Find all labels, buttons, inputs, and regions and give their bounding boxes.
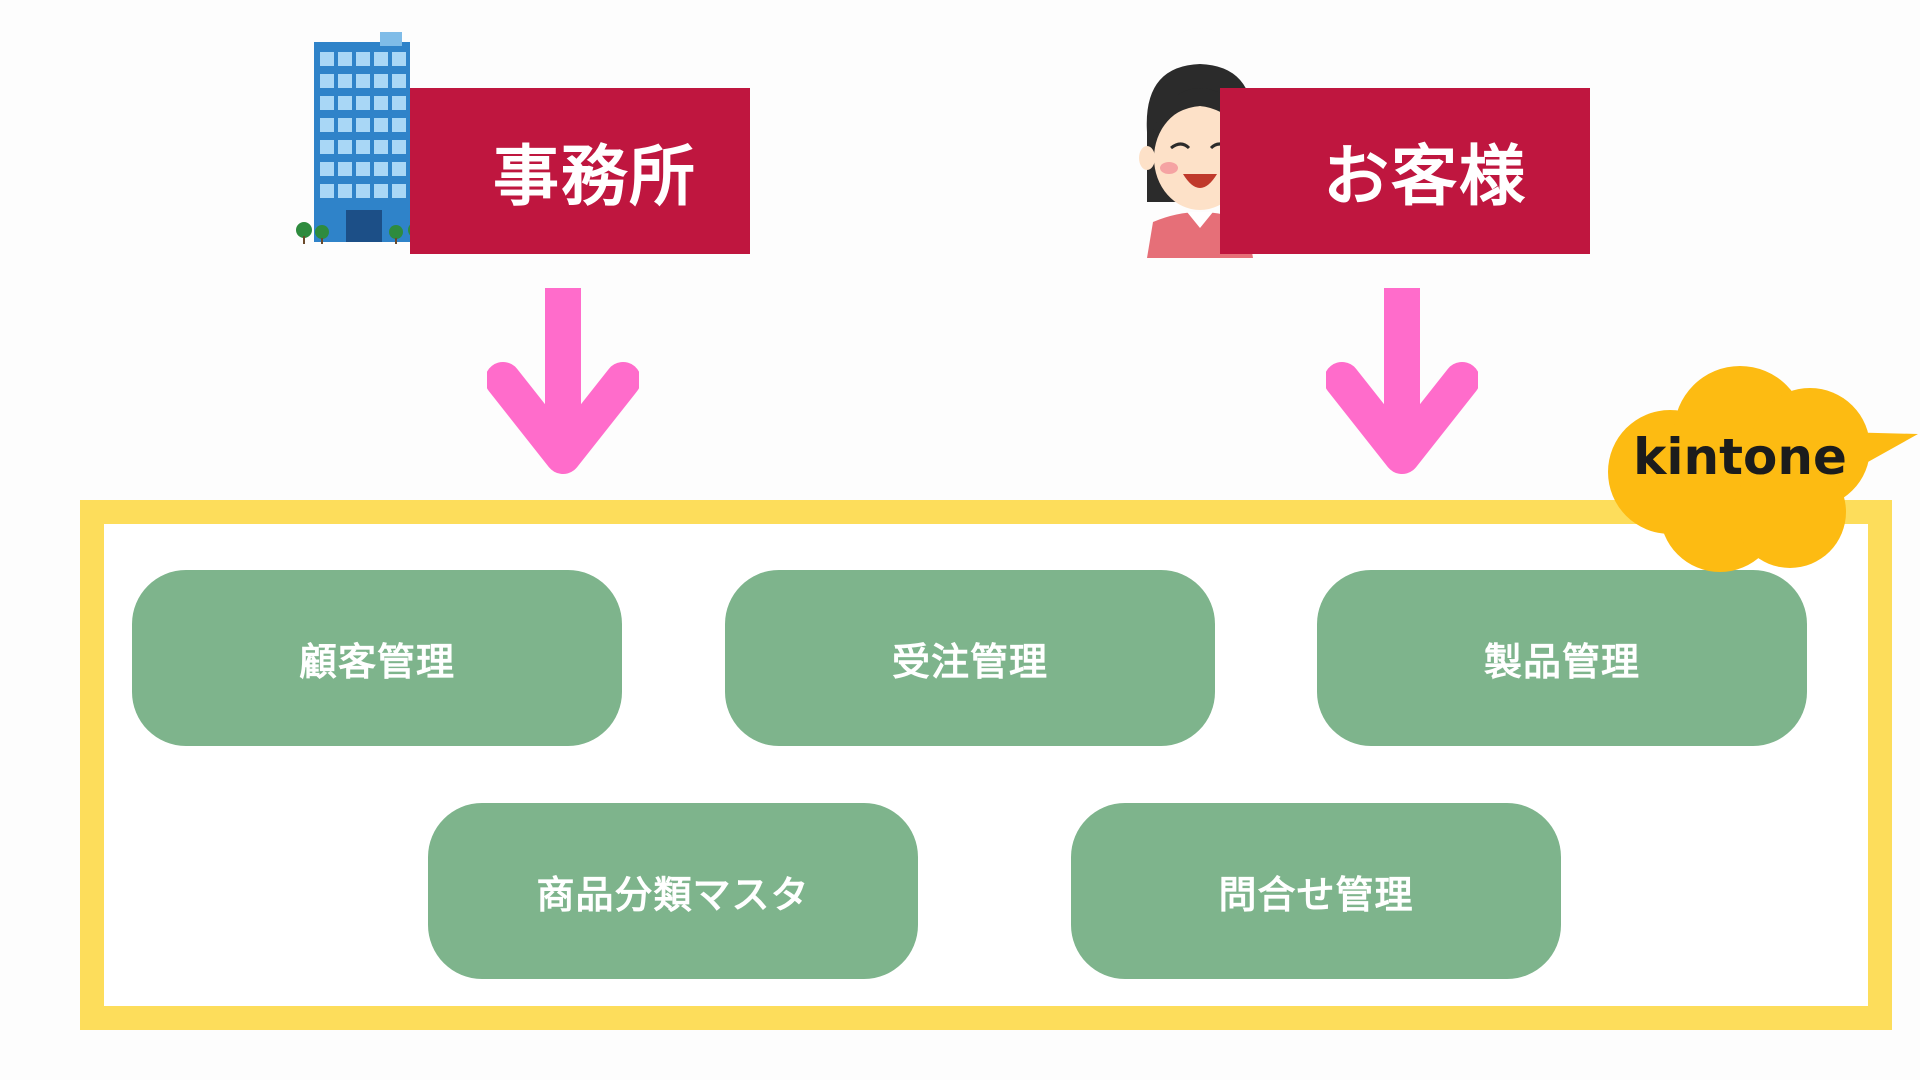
office-building-icon [296, 32, 424, 244]
office-label: 事務所 [410, 88, 750, 254]
kintone-logo-text: kintone [1633, 428, 1847, 486]
customer-label: お客様 [1220, 88, 1590, 254]
kintone-cloud-icon [1608, 366, 1918, 572]
app-product-category-master: 商品分類マスタ [428, 803, 918, 979]
app-product-management: 製品管理 [1317, 570, 1807, 746]
app-order-management: 受注管理 [725, 570, 1215, 746]
app-customer-management: 顧客管理 [132, 570, 622, 746]
down-arrow-office [487, 288, 639, 474]
app-inquiry-management: 問合せ管理 [1071, 803, 1561, 979]
down-arrow-customer [1326, 288, 1478, 474]
